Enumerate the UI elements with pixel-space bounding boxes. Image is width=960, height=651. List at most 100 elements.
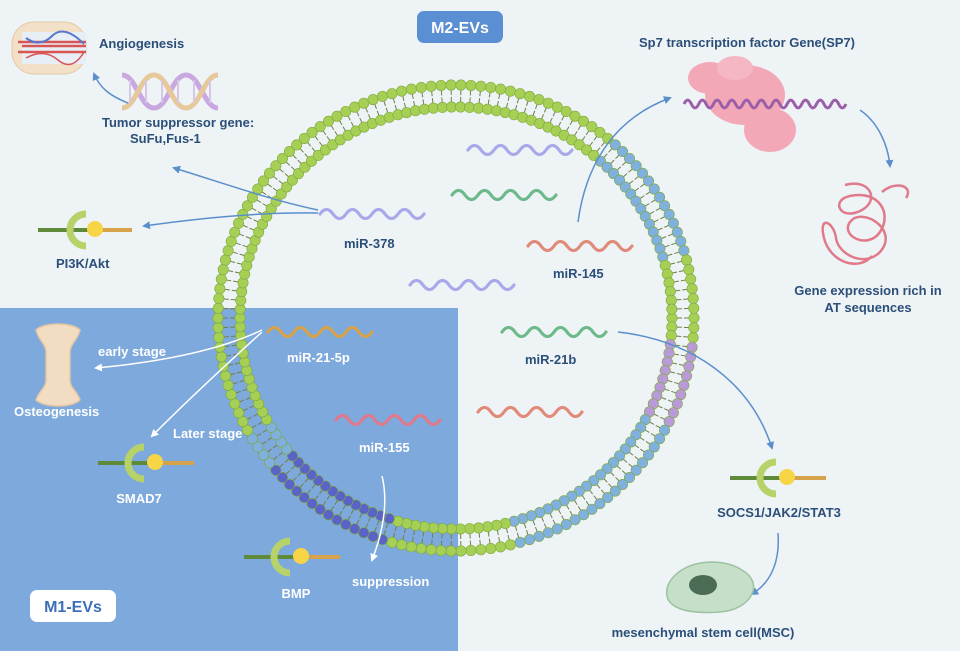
membrane-lipid-head [283, 478, 295, 490]
membrane-lipid-head [358, 97, 370, 109]
msc-cell-icon [665, 561, 755, 614]
arrow-to-pi3k [142, 212, 319, 230]
membrane-lipid-head [322, 509, 334, 521]
membrane-lipid-head [386, 88, 398, 100]
membrane-lipid-head [396, 539, 408, 551]
mir-21-5p-label: miR-21-5p [287, 350, 350, 365]
membrane-lipid-head [637, 457, 649, 469]
membrane-lipid-head [263, 457, 275, 469]
membrane-lipid-head [688, 302, 700, 314]
membrane-lipid-head [367, 94, 379, 106]
membrane-lipid-head [675, 235, 687, 247]
membrane-lipid-head [666, 303, 678, 315]
arrow-to-msc [750, 532, 780, 596]
m1-badge [30, 590, 116, 622]
membrane-lipid-head [415, 543, 427, 555]
membrane-lipid-head [524, 534, 536, 546]
mir-155-label: miR-155 [359, 440, 410, 455]
socs-receptor-icon [730, 458, 826, 498]
arrow-suppression [370, 475, 386, 562]
membrane-lipid-head [415, 81, 427, 93]
sp7-label: Sp7 transcription factor Gene(SP7) [639, 35, 855, 50]
membrane-lipid-head [270, 464, 282, 476]
tumor-suppressor-genes-label: SuFu,Fus-1 [130, 131, 201, 146]
membrane-lipid-head [222, 379, 234, 391]
membrane-lipid-head [298, 492, 310, 504]
membrane-lipid-head [212, 312, 224, 324]
membrane-lipid-head [405, 83, 417, 95]
membrane-lipid-head [283, 146, 295, 158]
membrane-lipid-head [495, 541, 507, 553]
arrow-to-socs [617, 331, 774, 450]
membrane-lipid-head [683, 264, 695, 276]
membrane-lipid-head [688, 322, 700, 334]
membrane-lipid-head [270, 160, 282, 172]
blood-vessel-icon [11, 21, 87, 75]
membrane-lipid-head [212, 322, 224, 334]
strand-mir-145 [526, 239, 634, 253]
membrane-lipid-head [246, 433, 258, 445]
membrane-lipid-head [514, 536, 526, 548]
membrane-lipid-head [217, 264, 229, 276]
mirna-strands [266, 143, 634, 427]
membrane-lipid-head [504, 85, 516, 97]
membrane-lipid-head [475, 544, 487, 556]
membrane-lipid-head [214, 283, 226, 295]
membrane-lipid-head [212, 302, 224, 314]
strand-green [450, 188, 558, 202]
membrane-lipid-head [681, 370, 693, 382]
membrane-lipid-head [490, 105, 502, 117]
membrane-lipid-head [405, 541, 417, 553]
membrane-lipid-head [263, 167, 275, 179]
sp7-gene-strand [682, 98, 848, 110]
membrane-lipid-head [376, 90, 388, 102]
bone-icon [35, 323, 81, 407]
membrane-lipid-head [687, 293, 699, 305]
membrane-lipid-head [257, 449, 269, 461]
membrane-lipid-head [617, 478, 629, 490]
pi3k-label: PI3K/Akt [56, 256, 110, 271]
membrane-lipid-head [681, 254, 693, 266]
membrane-lipid-head [298, 132, 310, 144]
smad7-receptor-icon [98, 443, 194, 483]
membrane-lipid-head [219, 370, 231, 382]
msc-label: mesenchymal stem cell(MSC) [612, 625, 795, 640]
membrane-lipid-head [609, 139, 621, 151]
arrow-early-stage [94, 329, 263, 372]
membrane-lipid-head [349, 101, 361, 113]
gene-expression-label-line2: AT sequences [824, 300, 911, 315]
membrane-lipid-head [514, 88, 526, 100]
membrane-lipid-head [465, 79, 477, 91]
bmp-label: BMP [282, 586, 311, 601]
angiogenesis-label: Angiogenesis [99, 36, 184, 51]
membrane-lipid-head [367, 530, 379, 542]
membrane-lipid-head [688, 312, 700, 324]
m1-badge-label: M1-EVs [44, 599, 102, 616]
vesicle-membrane [212, 79, 700, 557]
dna-helix-icon [121, 72, 219, 111]
membrane-lipid-head [675, 389, 687, 401]
membrane-lipid-head [291, 139, 303, 151]
membrane-lipid-head [643, 175, 655, 187]
m2-badge-label: M2-EVs [431, 20, 489, 37]
membrane-lipid-head [314, 121, 326, 133]
strand-lavender-2 [408, 278, 516, 292]
membrane-lipid-head [331, 110, 343, 122]
arrow-later-stage [150, 331, 263, 438]
membrane-lipid-head [495, 83, 507, 95]
membrane-lipid-head [455, 79, 467, 91]
membrane-lipid-head [609, 485, 621, 497]
membrane-lipid-head [623, 153, 635, 165]
membrane-lipid-head [445, 79, 457, 91]
membrane-lipid-head [237, 416, 249, 428]
arrow-to-angiogenesis [92, 72, 129, 104]
pi3k-receptor-icon [38, 210, 132, 250]
membrane-lipid-head [683, 360, 695, 372]
arrow-to-tumor-suppressor [172, 165, 319, 211]
mir-145-label: miR-145 [553, 266, 604, 281]
membrane-lipid-head [229, 398, 241, 410]
membrane-lipid-head [686, 283, 698, 295]
membrane-lipid-head [560, 518, 572, 530]
membrane-lipid-head [671, 226, 683, 238]
